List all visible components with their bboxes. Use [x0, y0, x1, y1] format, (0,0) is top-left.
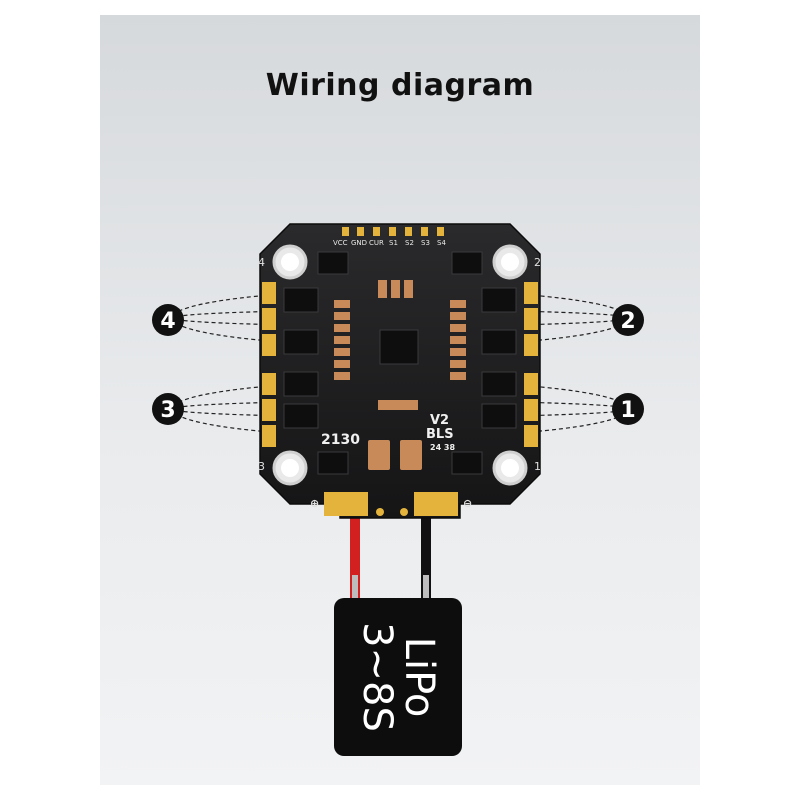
battery-cell-count-label: 3~8S — [354, 622, 400, 732]
esc-board: 4 2 3 1 VCC GND CUR S1 S2 S3 S4 — [258, 223, 541, 519]
battery-body — [334, 598, 462, 756]
board-version-label: V2 — [430, 413, 449, 428]
callout-number-3: 3 — [160, 398, 175, 423]
signal-label-s1: S1 — [389, 239, 398, 247]
positive-wire-tip — [352, 575, 358, 603]
signal-header — [342, 227, 444, 236]
lipo-battery: LiPo 3~8S — [334, 598, 462, 756]
positive-symbol: ⊕ — [310, 497, 319, 510]
signal-label-cur: CUR — [369, 239, 384, 247]
positive-wire — [350, 518, 360, 598]
signal-label-s2: S2 — [405, 239, 414, 247]
signal-pad — [421, 227, 428, 236]
capacitors — [334, 280, 466, 470]
signal-header-labels: VCC GND CUR S1 S2 S3 S4 — [333, 239, 446, 247]
corner-number-4: 4 — [258, 256, 265, 269]
positive-power-pad — [324, 492, 368, 516]
mounting-holes — [272, 244, 528, 486]
negative-symbol: ⊖ — [463, 497, 472, 510]
mosfet-chips — [283, 251, 517, 475]
callout-number-2: 2 — [620, 309, 635, 334]
battery-chemistry-label: LiPo — [396, 637, 442, 718]
callout-number-4: 4 — [160, 309, 175, 334]
corner-number-3: 3 — [258, 460, 265, 473]
negative-wire — [421, 518, 431, 598]
negative-power-pad — [414, 492, 458, 516]
signal-pad — [357, 227, 364, 236]
signal-label-s4: S4 — [437, 239, 446, 247]
signal-pad — [373, 227, 380, 236]
signal-pad — [389, 227, 396, 236]
callout-circle-2 — [612, 304, 644, 336]
board-firmware-label: BLS — [426, 427, 454, 442]
motor-pads-right — [524, 282, 538, 447]
signal-label-vcc: VCC — [333, 239, 348, 247]
callout-number-1: 1 — [620, 398, 635, 423]
page-title: Wiring diagram — [265, 68, 535, 103]
callout-circle-3 — [152, 393, 184, 425]
corner-number-2: 2 — [534, 256, 541, 269]
motor-pads-left — [262, 282, 276, 447]
battery-wires — [350, 518, 431, 603]
board-model-label: 2130 — [321, 432, 360, 448]
signal-label-gnd: GND — [351, 239, 367, 247]
motor-callouts: 4 2 3 1 — [152, 304, 644, 425]
mcu-chip — [379, 329, 419, 365]
signal-pad — [342, 227, 349, 236]
bulk-capacitor-right — [400, 440, 422, 470]
corner-number-1: 1 — [534, 460, 541, 473]
callout-circle-1 — [612, 393, 644, 425]
signal-pad — [405, 227, 412, 236]
signal-pad — [437, 227, 444, 236]
signal-label-s3: S3 — [421, 239, 430, 247]
power-pads — [324, 492, 458, 516]
board-outline — [259, 223, 541, 519]
negative-wire-tip — [423, 575, 429, 603]
board-code-label: 24 38 — [430, 443, 455, 452]
bulk-capacitor-left — [368, 440, 390, 470]
callout-circle-4 — [152, 304, 184, 336]
